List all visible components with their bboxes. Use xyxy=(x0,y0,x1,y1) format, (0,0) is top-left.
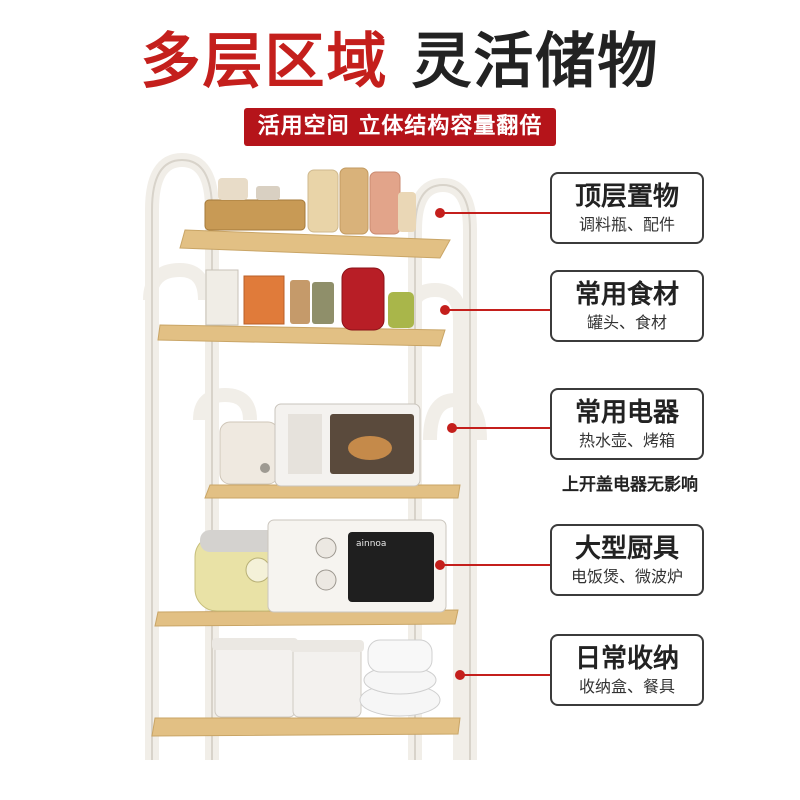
subtitle-banner: 活用空间 立体结构容量翻倍 xyxy=(0,108,800,146)
label-title: 常用食材 xyxy=(574,280,679,310)
label-desc: 电饭煲、微波炉 xyxy=(570,567,683,586)
microwave-brand: ainnoa xyxy=(356,539,386,549)
label-desc: 收纳盒、餐具 xyxy=(578,677,675,696)
label-title: 顶层置物 xyxy=(574,182,679,212)
label-fourth-shelf: 大型厨具 电饭煲、微波炉 xyxy=(550,524,704,596)
title-part-red: 多层区域 xyxy=(140,27,389,97)
label-title: 日常收纳 xyxy=(574,644,679,674)
callout-connectors xyxy=(440,212,550,676)
third-shelf-items xyxy=(219,403,421,487)
label-desc: 罐头、食材 xyxy=(586,313,667,332)
label-title: 大型厨具 xyxy=(574,534,679,564)
title-part-black: 灵活储物 xyxy=(411,27,660,97)
top-shelf-items xyxy=(204,167,416,235)
label-third-shelf: 常用电器 热水壶、烤箱 xyxy=(550,388,704,460)
bottom-shelf-items xyxy=(212,638,441,718)
label-bottom-shelf: 日常收纳 收纳盒、餐具 xyxy=(550,634,704,706)
label-top-shelf: 顶层置物 调料瓶、配件 xyxy=(550,172,704,244)
callout-dots xyxy=(435,208,465,680)
label-second-shelf: 常用食材 罐头、食材 xyxy=(550,270,704,342)
second-shelf-items xyxy=(205,267,414,331)
label-desc: 调料瓶、配件 xyxy=(578,215,675,234)
page-title: 多层区域 灵活储物 xyxy=(0,22,800,102)
label-title: 常用电器 xyxy=(574,398,679,428)
label-desc: 热水壶、烤箱 xyxy=(578,431,675,450)
subtitle-text: 活用空间 立体结构容量翻倍 xyxy=(243,108,557,146)
note-text: 上开盖电器无影响 xyxy=(562,475,698,495)
fourth-shelf-items: ainnoa xyxy=(194,519,447,613)
